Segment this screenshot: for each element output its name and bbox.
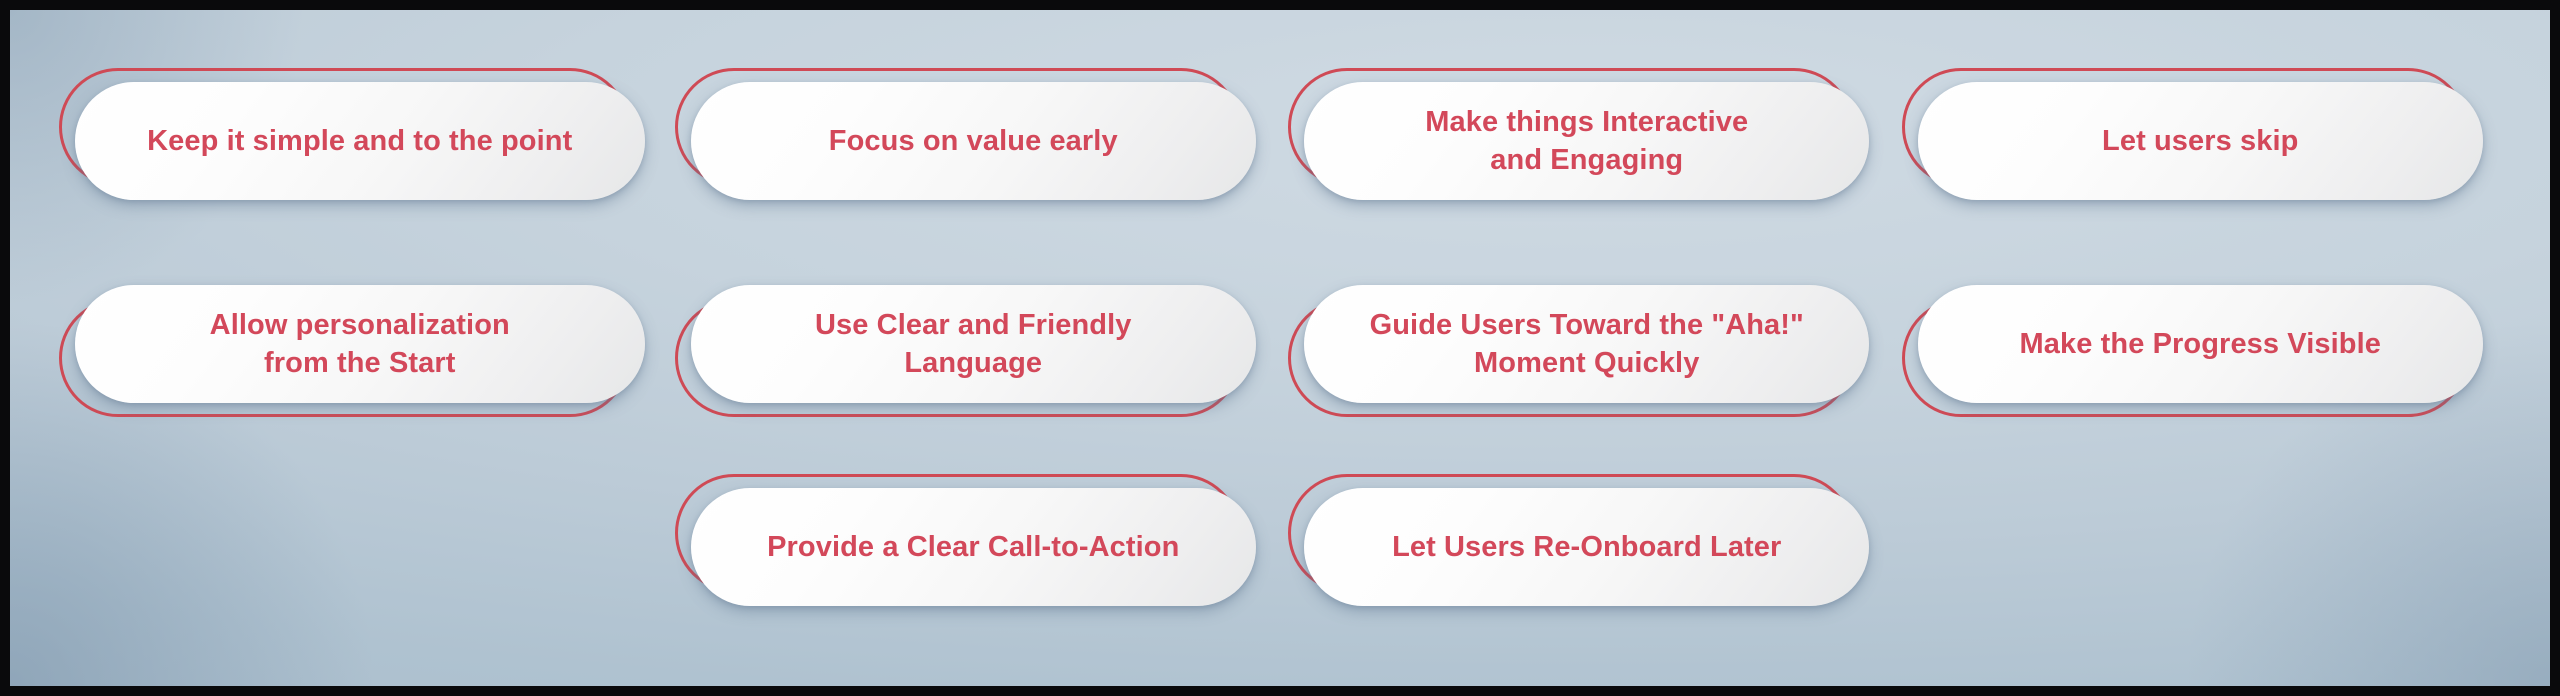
card-label: Guide Users Toward the "Aha!" Moment Qui… — [1369, 308, 1804, 379]
card-allow-personalization[interactable]: Allow personalization from the Start — [58, 284, 645, 417]
card-label: Let users skip — [2102, 125, 2299, 158]
card-clear-call-to-action[interactable]: Provide a Clear Call-to-Action — [674, 473, 1256, 606]
card-label: Focus on value early — [828, 125, 1118, 158]
grid-cell-make-progress-visible: Make the Progress Visible — [1901, 247, 2493, 442]
card-surface — [1304, 82, 1870, 201]
card-surface — [690, 82, 1256, 201]
card-label: Allow personalization from the Start — [209, 308, 510, 379]
grid-cell-let-users-skip: Let users skip — [1901, 44, 2493, 239]
card-surface — [690, 284, 1256, 403]
card-label: Provide a Clear Call-to-Action — [767, 530, 1180, 563]
card-clear-friendly-language[interactable]: Use Clear and Friendly Language — [674, 284, 1256, 417]
grid-cell-clear-friendly-language: Use Clear and Friendly Language — [674, 247, 1266, 442]
grid-cell-clear-call-to-action: Provide a Clear Call-to-Action — [674, 449, 1266, 644]
card-surface — [74, 82, 645, 201]
card-make-progress-visible[interactable]: Make the Progress Visible — [1901, 284, 2483, 417]
grid-cell-allow-personalization: Allow personalization from the Start — [58, 247, 652, 442]
card-surface — [1304, 487, 1870, 606]
card-surface — [1917, 284, 2483, 403]
card-aha-moment[interactable]: Guide Users Toward the "Aha!" Moment Qui… — [1288, 284, 1870, 417]
card-re-onboard-later[interactable]: Let Users Re-Onboard Later — [1288, 473, 1870, 606]
grid-cell-focus-on-value-early: Focus on value early — [674, 44, 1266, 239]
card-surface — [690, 487, 1256, 606]
card-label: Use Clear and Friendly Language — [815, 308, 1132, 379]
card-focus-on-value-early[interactable]: Focus on value early — [674, 68, 1256, 201]
card-label: Let Users Re-Onboard Later — [1392, 530, 1782, 563]
card-let-users-skip[interactable]: Let users skip — [1901, 68, 2483, 201]
card-label: Make the Progress Visible — [2019, 327, 2381, 360]
card-label: Keep it simple and to the point — [147, 125, 573, 158]
card-grid: Keep it simple and to the point Focus on … — [10, 10, 2550, 686]
grid-cell-make-things-interactive: Make things Interactive and Engaging — [1288, 44, 1879, 239]
card-surface — [1917, 82, 2483, 201]
grid-cell-re-onboard-later: Let Users Re-Onboard Later — [1288, 449, 1879, 644]
card-keep-it-simple[interactable]: Keep it simple and to the point — [58, 68, 645, 201]
card-surface — [1304, 284, 1870, 403]
grid-cell-aha-moment: Guide Users Toward the "Aha!" Moment Qui… — [1288, 247, 1879, 442]
card-label: Make things Interactive and Engaging — [1425, 106, 1749, 177]
card-surface — [74, 284, 645, 403]
card-make-things-interactive[interactable]: Make things Interactive and Engaging — [1288, 68, 1870, 201]
grid-cell-keep-it-simple: Keep it simple and to the point — [58, 44, 652, 239]
